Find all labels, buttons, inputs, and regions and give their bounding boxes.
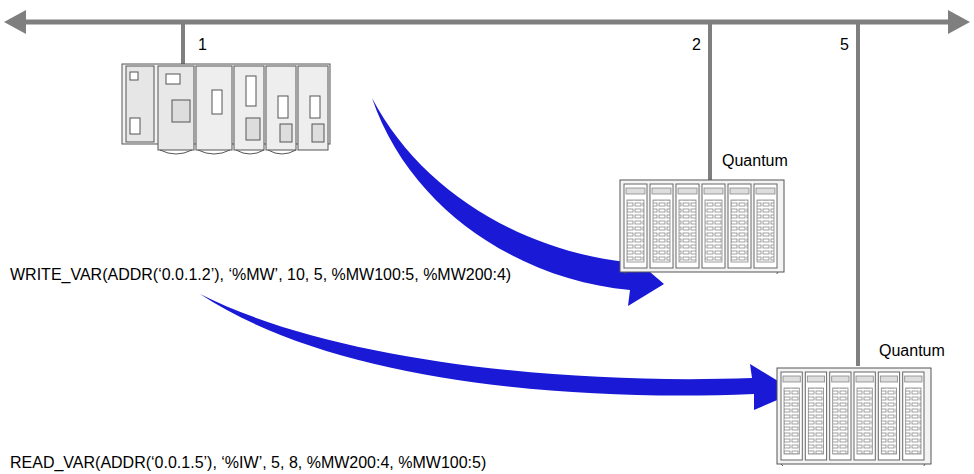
quantum-rack [618,178,786,274]
network-bus [4,10,970,34]
plc-rack [122,64,330,154]
function-call: WRITE_VAR(ADDR(‘0.0.1.2’), ‘%MW’, 10, 5,… [10,266,511,284]
callout-number: 5 [840,36,849,54]
device-name: Quantum [879,342,945,360]
callout-number: 1 [198,36,207,54]
quantum-rack [775,366,933,466]
function-call: READ_VAR(ADDR(‘0.0.1.5’), ‘%IW’, 5, 8, %… [10,454,486,472]
bus-drop [708,22,712,180]
device-name: Quantum [722,152,788,170]
callout-number: 2 [692,36,701,54]
quantum-node: Quantum [775,340,943,466]
flow-arrow [200,294,796,410]
bus-drop [856,22,860,366]
quantum-node: Quantum [618,150,796,274]
